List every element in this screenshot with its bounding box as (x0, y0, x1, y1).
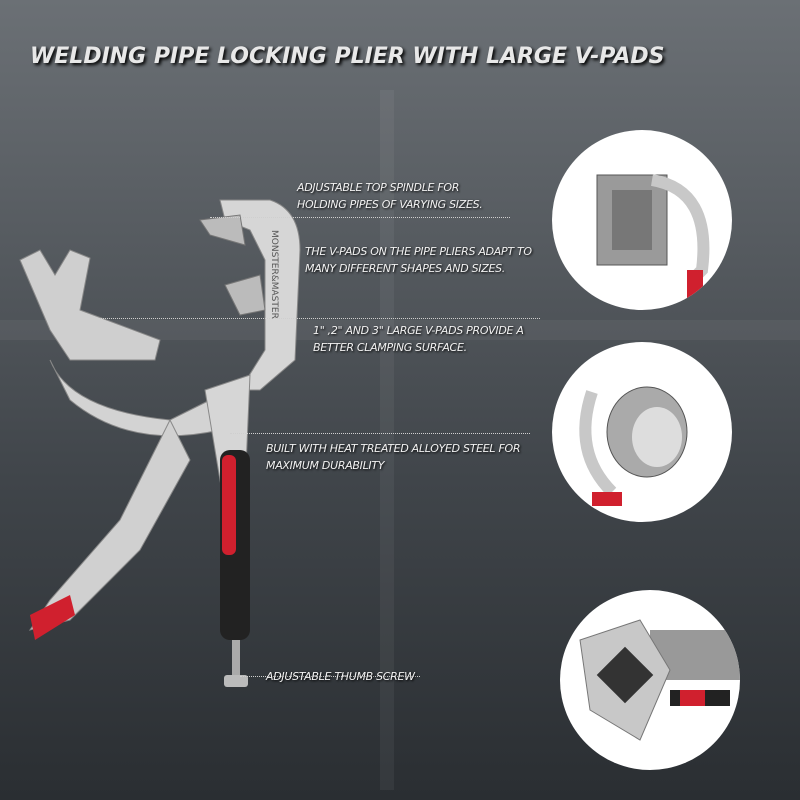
leader-line (230, 433, 530, 434)
feature-heat-treated-steel: BUILT WITH HEAT TREATED ALLOYED STEEL FO… (266, 442, 521, 472)
leader-line (80, 318, 540, 319)
background-post (380, 90, 394, 790)
feature-v-pads-adapt: THE V-PADS ON THE PIPE PLIERS ADAPT TO M… (305, 245, 532, 275)
detail-photo-round-pipe (552, 342, 732, 522)
feature-thumb-screw: ADJUSTABLE THUMB SCREW (266, 670, 415, 683)
feature-large-v-pads: 1" ,2" AND 3" LARGE V-PADS PROVIDE A BET… (313, 324, 524, 354)
background-shelf (0, 320, 800, 340)
leader-line (240, 676, 420, 677)
locking-plier-image: MONSTER&MASTER (19, 199, 301, 687)
detail-photo-v-pad-clamp (560, 590, 740, 770)
page-title: WELDING PIPE LOCKING PLIER WITH LARGE V-… (30, 44, 665, 69)
feature-top-spindle: ADJUSTABLE TOP SPINDLE FOR HOLDING PIPES… (297, 181, 483, 211)
detail-photo-square-tube (552, 130, 732, 310)
brand-label: MONSTER&MASTER (269, 230, 279, 319)
leader-line (210, 217, 510, 218)
